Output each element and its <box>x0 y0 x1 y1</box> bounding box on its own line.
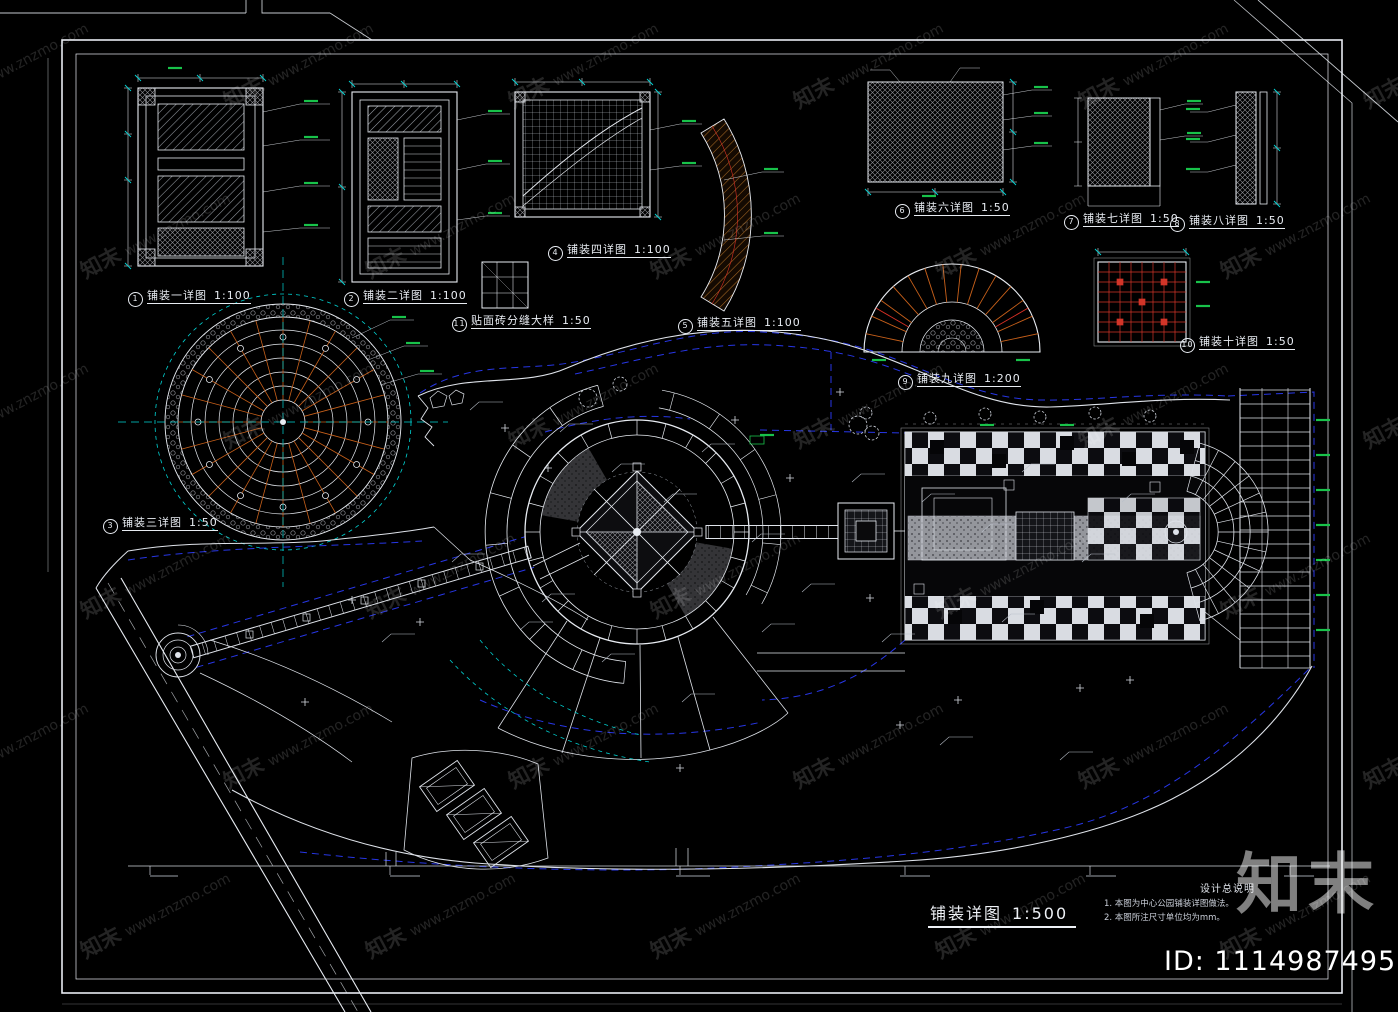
detail-number: 1 <box>128 291 143 307</box>
detail-title: 铺装十详图 <box>1199 335 1259 348</box>
detail-9-drawing <box>863 263 1041 353</box>
detail-scale: 1:100 <box>634 243 671 256</box>
detail-scale: 1:100 <box>430 289 467 302</box>
contour-lines <box>449 639 651 763</box>
design-note-1: 1. 本图为中心公园铺装详图做法。 <box>1104 899 1234 909</box>
detail-title: 贴面砖分缝大样 <box>471 314 555 327</box>
detail-scale: 1:50 <box>1256 214 1285 227</box>
detail-number: 7 <box>1064 214 1079 230</box>
detail-number: 4 <box>548 245 563 261</box>
detail-title: 铺装二详图 <box>363 289 423 302</box>
detail-title: 铺装六详图 <box>914 201 974 214</box>
fan-colonnade <box>1164 442 1269 622</box>
plan-title: 铺装详图 1:500 <box>928 900 1077 928</box>
detail-10-drawing <box>1093 248 1191 347</box>
site-boundary-white <box>95 329 1313 870</box>
design-note-2: 2. 本图所注尺寸单位均为mm。 <box>1104 913 1225 923</box>
trees <box>578 376 1157 441</box>
detail-5-drawing <box>700 118 784 312</box>
detail-number: 11 <box>452 316 467 332</box>
detail-11-drawing <box>481 261 529 309</box>
detail-label-4: 4 铺装四详图 1:100 <box>548 241 671 261</box>
detail-scale: 1:50 <box>981 201 1010 214</box>
detail-number: 9 <box>898 374 913 390</box>
buildings <box>418 759 530 869</box>
detail-label-11: 11 贴面砖分缝大样 1:50 <box>452 312 591 332</box>
detail-title: 铺装七详图 <box>1083 212 1143 225</box>
detail-number: 2 <box>344 291 359 307</box>
east-plaza <box>749 423 1210 645</box>
detail-2-drawing <box>338 80 510 286</box>
detail-6-drawing <box>864 67 1052 196</box>
detail-title: 铺装五详图 <box>697 316 757 329</box>
detail-number: 3 <box>103 518 118 534</box>
detail-label-3: 3 铺装三详图 1:50 <box>103 514 218 534</box>
pergola <box>1239 388 1311 669</box>
entry-circle <box>155 624 209 678</box>
detail-1-drawing <box>124 74 330 270</box>
detail-7-drawing <box>1074 97 1203 207</box>
brand-watermark: 知末 <box>1236 846 1380 923</box>
baseline <box>128 865 1330 877</box>
detail-number: 8 <box>1170 216 1185 232</box>
detail-scale: 1:100 <box>214 289 251 302</box>
detail-title: 铺装四详图 <box>567 243 627 256</box>
detail-label-5: 5 铺装五详图 1:100 <box>678 314 801 334</box>
pavilion <box>837 502 905 560</box>
east-bridge <box>705 525 839 539</box>
detail-title: 铺装一详图 <box>147 289 207 302</box>
id-watermark: ID: 1114987495 <box>1164 946 1397 977</box>
detail-scale: 1:50 <box>562 314 591 327</box>
detail-scale: 1:50 <box>1266 335 1295 348</box>
detail-title: 铺装八详图 <box>1189 214 1249 227</box>
central-plaza <box>484 384 782 684</box>
design-notes-title: 设计总说明 <box>1200 884 1255 895</box>
detail-label-8: 8 铺装八详图 1:50 <box>1170 212 1285 232</box>
main-walkway <box>189 545 532 659</box>
detail-title: 铺装三详图 <box>122 516 182 529</box>
detail-number: 10 <box>1180 337 1195 353</box>
detail-number: 6 <box>895 203 910 219</box>
detail-label-1: 1 铺装一详图 1:100 <box>128 287 251 307</box>
detail-scale: 1:50 <box>189 516 218 529</box>
plan-title-text: 铺装详图 <box>930 904 1003 923</box>
detail-label-6: 6 铺装六详图 1:50 <box>895 199 1010 219</box>
detail-label-2: 2 铺装二详图 1:100 <box>344 287 467 307</box>
detail-8-drawing <box>1190 88 1281 208</box>
detail-scale: 1:200 <box>984 372 1021 385</box>
detail-number: 5 <box>678 318 693 334</box>
detail-scale: 1:100 <box>764 316 801 329</box>
detail-4-drawing <box>511 78 702 221</box>
detail-title: 铺装九详图 <box>917 372 977 385</box>
plan-scale: 1:500 <box>1012 904 1069 923</box>
detail-label-10: 10 铺装十详图 1:50 <box>1180 333 1295 353</box>
detail-label-9: 9 铺装九详图 1:200 <box>898 370 1021 390</box>
detail-3-drawing <box>118 257 448 587</box>
